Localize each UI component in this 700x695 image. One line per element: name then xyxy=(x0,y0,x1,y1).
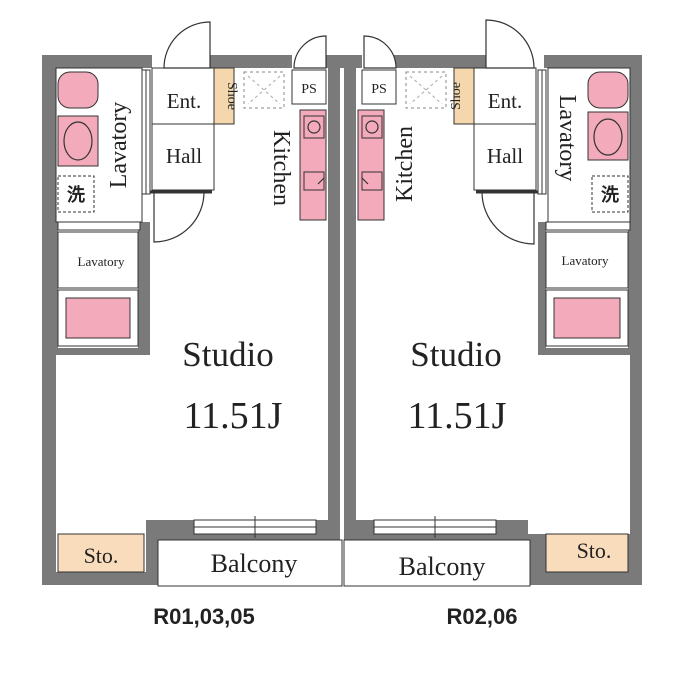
bathtub-fixture xyxy=(57,71,99,109)
studio-size-label: 11.51J xyxy=(408,395,507,437)
ps-door-swing xyxy=(293,35,327,69)
small-lavatory-box xyxy=(545,231,629,289)
balcony-label: Balcony xyxy=(399,552,486,581)
storage-box xyxy=(545,533,629,573)
lavatory-small-label: Lavatory xyxy=(78,254,125,269)
entrance-label: Ent. xyxy=(167,89,201,113)
studio-size-label: 11.51J xyxy=(184,395,283,437)
hall-label: Hall xyxy=(166,144,202,168)
laundry-label: 洗 xyxy=(67,184,85,205)
studio-label: Studio xyxy=(410,335,501,374)
ps-door-swing xyxy=(363,35,397,69)
entrance-box xyxy=(151,67,215,125)
entry-door-swing xyxy=(163,21,211,69)
ps-label: PS xyxy=(371,82,387,97)
stove-burner xyxy=(303,115,325,139)
ps-box xyxy=(291,69,327,105)
sink-basin xyxy=(593,118,623,156)
lavatory-vertical-label: Lavatory xyxy=(554,95,580,182)
shoe-label: Shoe xyxy=(224,82,239,110)
entrance-box xyxy=(473,67,537,125)
cabinet xyxy=(243,71,285,109)
hall-door-swing xyxy=(153,191,205,243)
balcony-label: Balcony xyxy=(211,549,298,578)
storage-label: Sto. xyxy=(577,538,612,563)
kitchen-sink xyxy=(361,171,383,191)
ps-label: PS xyxy=(301,82,317,97)
hall-box xyxy=(473,123,537,191)
kitchen-label: Kitchen xyxy=(392,126,418,202)
hall-box xyxy=(151,123,215,191)
sink-basin xyxy=(63,121,93,161)
hall-label: Hall xyxy=(487,144,523,168)
hall-door-swing xyxy=(481,191,535,245)
unit-left: 洗 Lavatory Lavatory Ent. Shoe Hall PS xyxy=(42,21,343,629)
shoe-label: Shoe xyxy=(449,82,464,110)
unit-right: 洗 Lavatory Lavatory Ent. Shoe Hall PS xyxy=(343,19,642,629)
studio-label: Studio xyxy=(182,335,273,374)
bath-wall xyxy=(56,222,150,355)
entry-door-swing xyxy=(485,19,535,69)
storage-box xyxy=(57,533,145,573)
laundry-box xyxy=(591,175,629,213)
entrance-label: Ent. xyxy=(488,89,522,113)
balcony-area xyxy=(157,539,343,587)
stove-burner xyxy=(361,115,383,139)
ps-box xyxy=(361,69,397,105)
shoe-box xyxy=(213,67,235,125)
balcony-area xyxy=(343,539,531,587)
laundry-label: 洗 xyxy=(601,184,619,205)
kitchen-sink xyxy=(303,171,325,191)
unit-numbers-right: R02,06 xyxy=(447,604,518,629)
small-lavatory-box xyxy=(57,231,139,289)
storage-label: Sto. xyxy=(84,543,119,568)
bathtub-fixture xyxy=(587,71,629,109)
lavatory-vertical-label: Lavatory xyxy=(106,102,132,189)
kitchen-label: Kitchen xyxy=(268,130,294,206)
unit-numbers-left: R01,03,05 xyxy=(153,604,255,629)
laundry-box xyxy=(57,175,95,213)
cabinet xyxy=(405,71,447,109)
party-wall xyxy=(328,55,356,68)
lavatory-small-label: Lavatory xyxy=(562,253,609,268)
shoe-box xyxy=(453,67,475,125)
